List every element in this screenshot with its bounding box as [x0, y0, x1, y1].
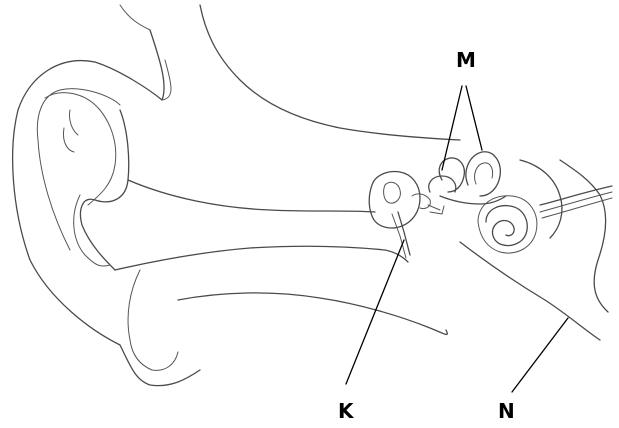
semicircular-canal-posterior: [439, 158, 464, 192]
label-k: K: [338, 401, 354, 421]
eardrum: [398, 212, 410, 255]
ossicle-incus: [412, 194, 430, 209]
semicircular-canal-lateral: [429, 176, 456, 192]
semicircular-canal-anterior-inner: [475, 163, 493, 184]
pinna-outline: [13, 30, 200, 386]
inner-ear-housing: [520, 160, 562, 238]
skull-base: [560, 160, 608, 312]
cochlea: [486, 206, 527, 246]
leader-n: [512, 318, 568, 392]
label-n: N: [498, 401, 515, 421]
cochlea-outer: [478, 196, 537, 253]
label-m: M: [456, 50, 476, 70]
leader-k: [346, 240, 404, 384]
ossicle-stapes: [428, 205, 444, 214]
antihelix-fold: [63, 110, 78, 152]
neck-contour: [460, 242, 600, 340]
jaw-contour: [178, 293, 447, 335]
ear-canal-upper: [128, 180, 375, 212]
auditory-nerve-strand: [540, 192, 612, 218]
semicircular-canal-anterior: [466, 152, 500, 196]
concha: [81, 110, 129, 270]
leader-m-right: [466, 86, 482, 150]
helix-rim: [37, 60, 171, 250]
antihelix: [45, 93, 116, 205]
ear-canal-lower: [115, 246, 408, 270]
middle-ear-cavity: [369, 172, 420, 228]
ossicle-malleus: [384, 182, 401, 203]
skull-outline-upper: [200, 5, 460, 140]
concha-inner: [74, 195, 110, 266]
lobule: [128, 270, 178, 370]
skull-outline-top: [120, 5, 150, 30]
